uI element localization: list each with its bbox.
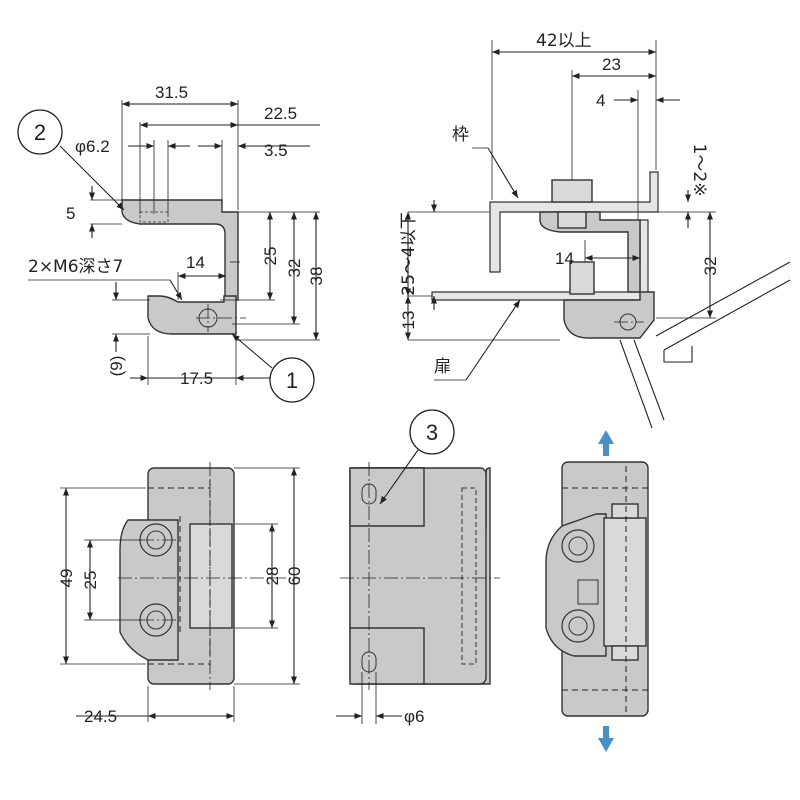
arrow-down-icon bbox=[598, 726, 614, 752]
install-hinge-lower bbox=[563, 291, 655, 339]
dim-front-25: 25 bbox=[81, 571, 100, 590]
mounted-screw-top bbox=[561, 529, 595, 563]
dim-2xm6-depth7: 2×M6深さ7 bbox=[28, 257, 123, 277]
hole-outline bbox=[139, 211, 169, 223]
dim-4: 4 bbox=[596, 91, 605, 110]
dim-42-or-more: 42以上 bbox=[536, 31, 592, 51]
mounted-pin-top bbox=[611, 503, 639, 519]
dim-25: 25 bbox=[261, 247, 280, 266]
mounted-stop-block bbox=[577, 579, 599, 605]
dim-13: 13 bbox=[399, 311, 418, 330]
dim-28: 28 bbox=[263, 567, 282, 586]
front-leaf bbox=[119, 519, 179, 661]
mounted-leaf bbox=[545, 513, 607, 657]
dim-3-5: 3.5 bbox=[264, 141, 288, 160]
dim-60: 60 bbox=[285, 567, 304, 586]
dim-install-32: 32 bbox=[701, 257, 720, 276]
dim-phi-6: φ6 bbox=[404, 707, 424, 726]
mounted-view bbox=[545, 430, 649, 752]
dim-38: 38 bbox=[307, 267, 326, 286]
callout-2 bbox=[17, 109, 63, 155]
dim-49: 49 bbox=[57, 569, 76, 588]
side-view: 31.5 22.5 φ6.2 3.5 5 2×M6深さ7 14 25 32 38 bbox=[17, 83, 326, 403]
screw bbox=[569, 261, 595, 295]
mounted-pin-bottom bbox=[611, 645, 639, 661]
install-hinge-upper bbox=[539, 211, 641, 293]
mounted-knuckle bbox=[603, 517, 647, 647]
back-slot bbox=[461, 487, 477, 665]
frame-label: 枠 bbox=[452, 125, 469, 145]
back-knuckle-bottom bbox=[349, 627, 425, 685]
back-view: φ6 3 bbox=[336, 409, 500, 726]
dim-22-5: 22.5 bbox=[264, 104, 297, 123]
dim-31-5: 31.5 bbox=[155, 83, 188, 102]
dim-install-14: 14 bbox=[555, 249, 574, 268]
back-knuckle-top bbox=[349, 467, 425, 527]
front-view: 49 25 28 60 24.5 bbox=[57, 462, 304, 726]
arrow-up-icon bbox=[598, 430, 614, 456]
callout-1-label: 1 bbox=[286, 368, 298, 393]
bolt-head bbox=[551, 179, 593, 203]
callout-1 bbox=[269, 357, 315, 403]
dim-5: 5 bbox=[66, 204, 75, 223]
door-label: 扉 bbox=[434, 357, 451, 377]
opened-door bbox=[619, 261, 791, 429]
callout-2-label: 2 bbox=[34, 120, 46, 145]
dim-phi-6-2: φ6.2 bbox=[75, 137, 110, 156]
mounted-screw-bottom bbox=[561, 609, 595, 643]
front-knuckle bbox=[189, 523, 233, 629]
dim-17-5: 17.5 bbox=[180, 369, 213, 388]
upper-bracket bbox=[121, 199, 239, 301]
lower-leaf bbox=[147, 295, 237, 335]
nut bbox=[557, 211, 587, 229]
dim-9: (9) bbox=[107, 356, 126, 377]
dim-24-5: 24.5 bbox=[84, 707, 117, 726]
callout-3 bbox=[409, 409, 455, 455]
dim-23: 23 bbox=[602, 55, 621, 74]
callout-3-label: 3 bbox=[426, 420, 438, 445]
dim-14: 14 bbox=[186, 253, 205, 272]
dim-25-4-max: 25～4以下 bbox=[399, 212, 419, 295]
install-view: 42以上 23 4 1～2※ 枠 扉 25～4以下 13 14 32 bbox=[399, 31, 791, 429]
dim-32: 32 bbox=[285, 259, 304, 278]
dim-1-2-note: 1～2※ bbox=[689, 144, 709, 197]
